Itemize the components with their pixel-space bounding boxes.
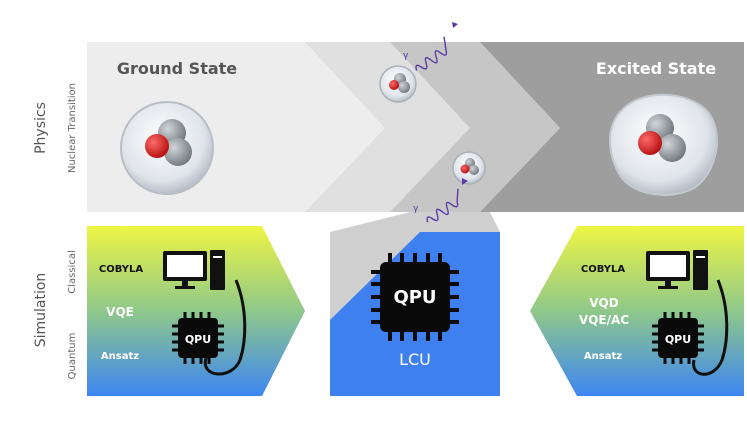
- right-qpu-label: QPU: [665, 333, 691, 346]
- transition-band-2: [390, 42, 560, 212]
- quantum-label: Quantum: [67, 333, 78, 380]
- excited-state-title: Excited State: [596, 59, 716, 78]
- right-computer-icon: [646, 250, 708, 290]
- right-cobyla-label: COBYLA: [581, 264, 626, 275]
- left-qpu-label: QPU: [185, 333, 211, 346]
- photon-symbol-bottom: γ: [413, 204, 419, 214]
- excited-state-molecule-icon: [609, 93, 718, 196]
- right-vqe-ac-label: VQE/AC: [579, 313, 629, 327]
- left-cable-icon: [203, 279, 247, 376]
- photon-emission-icon: γ: [403, 22, 458, 71]
- photon-absorption-icon: γ: [413, 178, 468, 223]
- ground-state-molecule-icon: [120, 101, 214, 195]
- lcu-label: LCU: [399, 350, 431, 369]
- left-ansatz-label: Ansatz: [101, 351, 139, 362]
- center-qpu-chip-icon: [371, 253, 459, 341]
- physics-row-label: Physics: [33, 102, 49, 154]
- classical-label: Classical: [67, 250, 78, 294]
- transition-molecule-bottom-icon: [452, 151, 486, 185]
- photon-symbol-top: γ: [403, 51, 409, 61]
- right-qpu-chip-icon: [652, 312, 704, 364]
- right-cable-icon: [692, 279, 729, 376]
- ground-state-title: Ground State: [117, 59, 237, 78]
- nuclear-transition-label: Nuclear Transition: [67, 83, 78, 173]
- center-qpu-label: QPU: [393, 287, 436, 308]
- left-vqe-label: VQE: [106, 305, 134, 319]
- right-ansatz-label: Ansatz: [584, 351, 622, 362]
- left-computer-icon: [163, 250, 225, 290]
- left-simulation-panel: [87, 226, 305, 396]
- left-qpu-chip-icon: [172, 312, 224, 364]
- left-cobyla-label: COBYLA: [99, 264, 144, 275]
- simulation-row-label: Simulation: [33, 273, 49, 348]
- transition-molecule-top-icon: [379, 65, 417, 103]
- right-vqd-label: VQD: [589, 296, 618, 310]
